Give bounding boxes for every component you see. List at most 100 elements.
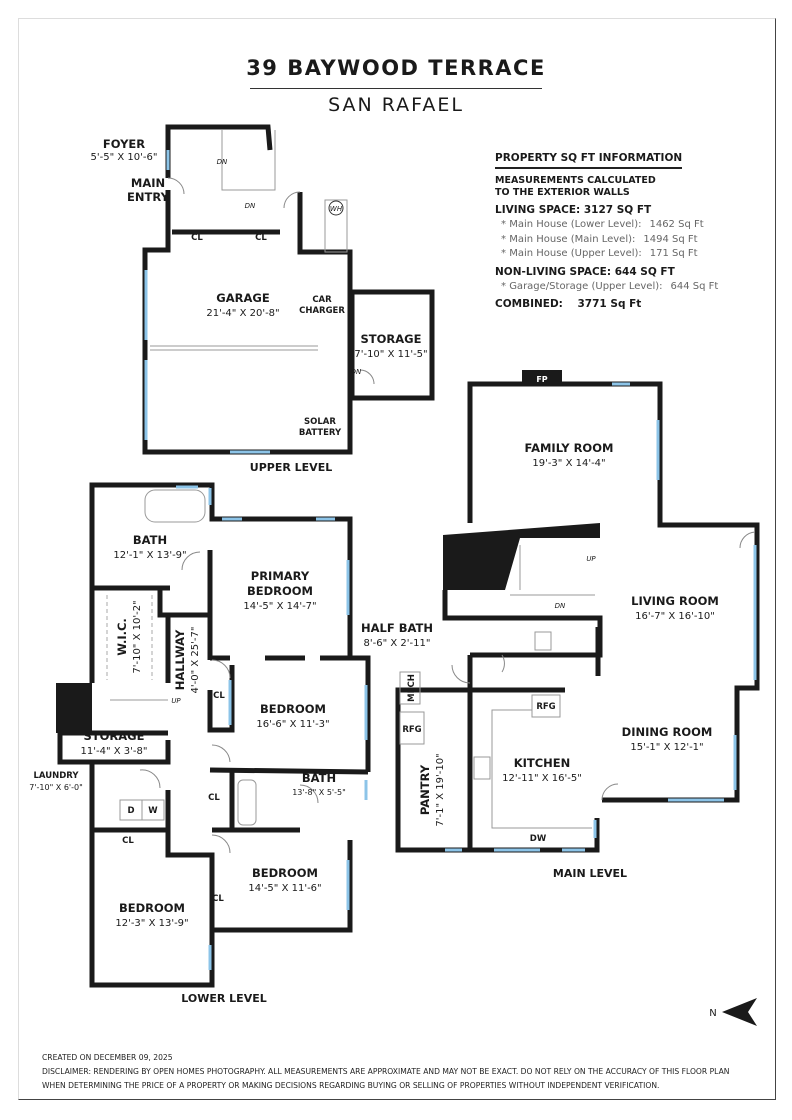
room-family-name: FAMILY ROOM bbox=[525, 441, 614, 455]
room-kitchen-dim: 12'-11" X 16'-5" bbox=[502, 773, 582, 784]
solar-battery-label: BATTERY bbox=[299, 428, 342, 438]
main-entry-label: ENTRY bbox=[127, 190, 170, 204]
room-bedroom-name: BEDROOM bbox=[260, 702, 326, 716]
lower-level-label: LOWER LEVEL bbox=[181, 992, 266, 1005]
item-label: Main House (Lower Level): bbox=[509, 219, 642, 230]
stairs-down-label: DN bbox=[245, 202, 256, 210]
room-half-bath-name: HALF BATH bbox=[361, 621, 433, 635]
room-bedroom-dim: 12'-3" X 13'-9" bbox=[115, 918, 188, 929]
item-value: 644 Sq Ft bbox=[670, 280, 719, 292]
main-entry-label: MAIN bbox=[131, 176, 165, 190]
mech-label: MECH bbox=[407, 674, 417, 702]
stair-wall bbox=[56, 683, 92, 733]
kitchen-fridge bbox=[531, 694, 561, 718]
room-dining-name: DINING ROOM bbox=[622, 725, 713, 739]
closet-label: CL bbox=[122, 836, 134, 846]
room-storage-name: STORAGE bbox=[361, 332, 422, 346]
room-half-bath-dim: 8'-6" X 2'-11" bbox=[364, 638, 431, 649]
info-heading: PROPERTY SQ FT INFORMATION bbox=[495, 152, 683, 170]
room-bath-name: BATH bbox=[302, 771, 336, 785]
room-wic-name: W.I.C. bbox=[115, 618, 129, 656]
car-charger-label: CAR bbox=[312, 295, 332, 305]
sink-icon bbox=[534, 631, 552, 651]
north-letter: N bbox=[709, 1008, 716, 1019]
disclaimer-line-2: WHEN DETERMINING THE PRICE OF A PROPERTY… bbox=[42, 1081, 660, 1090]
list-item: * Main House (Main Level):1494 Sq Ft bbox=[501, 233, 698, 245]
dishwasher-label: DW bbox=[530, 834, 547, 844]
room-primary-bedroom-name: PRIMARY bbox=[251, 569, 310, 583]
dryer-label: D bbox=[127, 806, 134, 816]
room-wic-dim: 7'-10" X 10'-2" bbox=[132, 600, 143, 673]
disclaimer-line-1: DISCLAIMER: RENDERING BY OPEN HOMES PHOT… bbox=[42, 1067, 730, 1076]
room-storage-dim: 7'-10" X 11'-5" bbox=[354, 349, 427, 360]
stairs-up-label: UP bbox=[586, 555, 596, 563]
upper-level-plan: WH FOYER 5'-5" X 10'-6" MAIN ENTRY DN DN… bbox=[91, 124, 435, 474]
closet-label: CL bbox=[255, 233, 267, 243]
combined-value: 3771 Sq Ft bbox=[577, 298, 642, 311]
list-item: * Main House (Lower Level):1462 Sq Ft bbox=[501, 219, 704, 230]
main-level-plan: FP FAMILY ROOM 19'-3" X 14'-4" UP DN LIV bbox=[361, 370, 760, 880]
fridge-label: RFG bbox=[402, 725, 421, 735]
stairs-up-label: UP bbox=[171, 697, 181, 705]
solar-battery-label: SOLAR bbox=[304, 417, 336, 427]
item-value: 1494 Sq Ft bbox=[643, 233, 698, 245]
room-pantry-dim: 7'-1" X 19'-10" bbox=[435, 753, 446, 826]
fireplace bbox=[522, 370, 562, 386]
stair-wall bbox=[443, 523, 600, 590]
room-bath-dim: 12'-1" X 13'-9" bbox=[113, 550, 186, 561]
room-storage-name: STORAGE bbox=[84, 729, 145, 743]
property-city: SAN RAFAEL bbox=[328, 94, 464, 116]
info-note-2: TO THE EXTERIOR WALLS bbox=[495, 187, 630, 198]
bathtub-icon bbox=[237, 779, 257, 826]
item-label: Garage/Storage (Upper Level): bbox=[509, 280, 663, 292]
room-bath-dim: 13'-8" X 5'-5" bbox=[292, 788, 346, 797]
north-arrow-icon: N bbox=[709, 998, 757, 1026]
washer-label: W bbox=[148, 806, 158, 816]
upper-level-label: UPPER LEVEL bbox=[250, 461, 332, 474]
pantry-fridge bbox=[399, 711, 425, 745]
mech-box bbox=[399, 671, 421, 705]
room-storage-dim: 11'-4" X 3'-8" bbox=[81, 746, 148, 757]
bathtub-icon bbox=[144, 489, 206, 523]
cooktop-icon bbox=[473, 756, 491, 780]
stairs-down-label: DN bbox=[351, 368, 362, 376]
room-hallway-dim: 4'-0" X 25'-7" bbox=[190, 627, 201, 694]
room-garage-name: GARAGE bbox=[216, 291, 270, 305]
room-bedroom-name: BEDROOM bbox=[252, 866, 318, 880]
item-value: 1462 Sq Ft bbox=[649, 219, 704, 230]
item-value: 171 Sq Ft bbox=[649, 248, 698, 259]
property-address: 39 BAYWOOD TERRACE bbox=[246, 56, 546, 80]
list-item: * Main House (Upper Level):171 Sq Ft bbox=[501, 248, 698, 259]
room-garage-dim: 21'-4" X 20'-8" bbox=[206, 308, 279, 319]
living-space-total: LIVING SPACE: 3127 SQ FT bbox=[495, 203, 652, 216]
washer-icon bbox=[141, 799, 165, 821]
non-living-space-total: NON-LIVING SPACE: 644 SQ FT bbox=[495, 265, 675, 278]
closet-label: CL bbox=[212, 894, 224, 904]
room-pantry-name: PANTRY bbox=[418, 764, 432, 815]
fridge-label: RFG bbox=[536, 702, 555, 712]
closet-label: CL bbox=[208, 793, 220, 803]
car-charger-label: CHARGER bbox=[299, 306, 345, 316]
list-item: * Garage/Storage (Upper Level):644 Sq Ft bbox=[501, 280, 719, 292]
item-label: Main House (Main Level): bbox=[509, 233, 636, 245]
room-foyer-dim: 5'-5" X 10'-6" bbox=[91, 152, 158, 163]
room-living-dim: 16'-7" X 16'-10" bbox=[635, 611, 715, 622]
room-bedroom-name: BEDROOM bbox=[119, 901, 185, 915]
sqft-info-panel: PROPERTY SQ FT INFORMATION MEASUREMENTS … bbox=[495, 152, 718, 311]
stairs-down-label: DN bbox=[217, 158, 228, 166]
room-dining-dim: 15'-1" X 12'-1" bbox=[630, 742, 703, 753]
page-frame bbox=[18, 18, 776, 1100]
wh-label: WH bbox=[330, 205, 343, 213]
created-date: CREATED ON DECEMBER 09, 2025 bbox=[42, 1053, 173, 1062]
water-heater-icon bbox=[328, 200, 344, 216]
room-bedroom-dim: 16'-6" X 11'-3" bbox=[256, 719, 329, 730]
room-laundry-dim: 7'-10" X 6'-0" bbox=[29, 783, 83, 792]
room-foyer-name: FOYER bbox=[103, 137, 145, 151]
stairs-down-label: DN bbox=[555, 602, 566, 610]
room-hallway-name: HALLWAY bbox=[173, 629, 187, 690]
closet-label: CL bbox=[191, 233, 203, 243]
room-bedroom-dim: 14'-5" X 11'-6" bbox=[248, 883, 321, 894]
item-label: Main House (Upper Level): bbox=[509, 248, 642, 259]
title-divider bbox=[250, 88, 542, 89]
